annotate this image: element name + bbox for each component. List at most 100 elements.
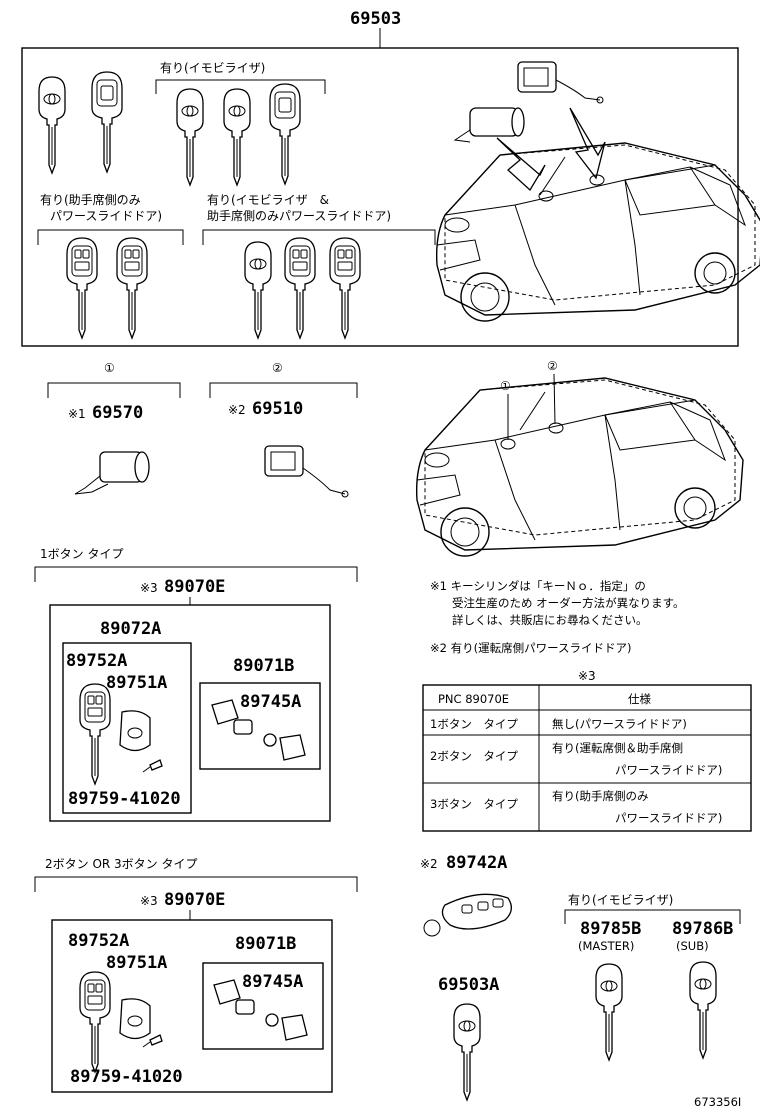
ignition-cylinder-icon	[453, 107, 525, 143]
car-marker-2: ②	[547, 359, 558, 373]
key-logo-icon	[453, 1003, 481, 1101]
btn1-heading: 1ボタン タイプ	[40, 547, 123, 561]
marker-dot	[548, 422, 564, 434]
btn1-key: 89752A	[66, 651, 127, 671]
remote-part: 89742A	[446, 853, 507, 873]
label-both-1: 有り(イモビライザ &	[207, 193, 329, 207]
bracket	[34, 566, 358, 582]
table-row-spec: 有り(助手席側のみ	[552, 789, 649, 803]
button-cover-icon	[213, 979, 308, 1041]
vehicle-illustration	[415, 377, 744, 557]
btn23-screw: 89759-41020	[70, 1067, 183, 1087]
btn1-sub-assy: 89072A	[100, 619, 161, 639]
leader-line	[553, 373, 556, 425]
key-logo-icon	[223, 88, 251, 186]
arrow-icon	[496, 137, 546, 192]
key-remote-icon	[116, 237, 148, 339]
key-blank-icon	[269, 83, 301, 185]
remote-note: ※2	[420, 857, 438, 871]
bracket	[34, 876, 358, 892]
btn23-note: ※3	[140, 894, 158, 908]
immo-heading: 有り(イモビライザ)	[568, 893, 673, 907]
table-row-pnc: 3ボタン タイプ	[430, 797, 518, 811]
key-remote-icon	[284, 237, 316, 339]
btn23-heading: 2ボタン OR 3ボタン タイプ	[45, 857, 198, 871]
key-remote-icon	[66, 237, 98, 339]
key-remote-icon	[79, 683, 111, 785]
btn1-set: 89070E	[164, 577, 225, 597]
marker-dot	[589, 174, 605, 186]
bracket	[209, 382, 358, 398]
screw-icon	[142, 1034, 163, 1048]
marker-dot	[538, 190, 554, 202]
note1-line2: 受注生産のため オーダー方法が異なります。	[452, 596, 685, 610]
btn1-cover: 89745A	[240, 692, 301, 712]
cylinder2-note: ※2	[228, 403, 246, 417]
figure-id: 673356I	[694, 1095, 741, 1109]
key-remote-icon	[329, 237, 361, 339]
arrow-icon	[569, 107, 606, 180]
key-logo-icon	[176, 88, 204, 186]
table-caption: ※3	[578, 669, 596, 683]
table-row-spec-cont: パワースライドドア)	[615, 811, 722, 825]
btn1-screw: 89759-41020	[68, 789, 181, 809]
cylinder2-part: 69510	[252, 399, 303, 419]
label-psd-1: 有り(助手席側のみ	[40, 192, 141, 207]
key-logo-icon	[595, 963, 623, 1061]
btn23-transmitter: 89751A	[106, 953, 167, 973]
btn1-set-frame	[49, 604, 331, 822]
table-header-spec: 仕様	[628, 692, 651, 706]
spec-table	[422, 684, 752, 832]
plain-key-part: 69503A	[438, 975, 499, 995]
marker-1: ①	[104, 361, 115, 375]
car-marker-1: ①	[500, 379, 511, 393]
door-lock-cylinder-icon	[517, 61, 604, 104]
btn1-subassy-frame	[62, 642, 192, 814]
table-row-spec-cont: パワースライドドア)	[615, 763, 722, 777]
note1-line1: ※1 キーシリンダは「キーＮｏ．指定」の	[430, 579, 646, 593]
remote-fob-icon	[423, 893, 512, 937]
table-row-spec: 無し(パワースライドドア)	[552, 717, 687, 731]
label-psd-2: パワースライドドア)	[50, 209, 162, 223]
immo-sub-label: (SUB)	[676, 939, 709, 953]
key-blank-icon	[91, 71, 123, 173]
immo-sub-part: 89786B	[672, 919, 733, 939]
key-cylinder-icon	[74, 451, 150, 495]
btn1-case-frame	[199, 682, 321, 770]
key-logo-icon	[38, 76, 66, 174]
btn23-set-frame	[51, 919, 333, 1093]
bracket	[564, 909, 741, 924]
immo-master-part: 89785B	[580, 919, 641, 939]
btn23-cover: 89745A	[242, 972, 303, 992]
table-row-spec: 有り(運転席側＆助手席側	[552, 741, 683, 755]
label-immobilizer: 有り(イモビライザ)	[160, 61, 265, 75]
bracket	[37, 229, 184, 245]
transmitter-icon	[119, 998, 151, 1040]
key-logo-icon	[244, 241, 272, 339]
table-row-pnc: 2ボタン タイプ	[430, 749, 518, 763]
main-group-frame	[21, 47, 739, 347]
btn23-case-set: 89071B	[235, 934, 296, 954]
table-row-pnc: 1ボタン タイプ	[430, 717, 518, 731]
marker-2: ②	[272, 361, 283, 375]
btn1-case-set: 89071B	[233, 656, 294, 676]
btn23-key: 89752A	[68, 931, 129, 951]
btn1-note: ※3	[140, 581, 158, 595]
marker-dot	[500, 438, 516, 450]
note2: ※2 有り(運転席側パワースライドドア)	[430, 641, 632, 655]
note1-line3: 詳しくは、共販店にお尋ねください。	[452, 613, 648, 627]
bracket	[202, 229, 436, 245]
bracket	[47, 382, 181, 398]
button-cover-icon	[211, 699, 306, 761]
btn23-case-frame	[202, 962, 324, 1050]
transmitter-icon	[119, 710, 151, 752]
door-cylinder-icon	[264, 445, 349, 498]
table-header-pnc: PNC 89070E	[438, 692, 509, 706]
cylinder1-part: 69570	[92, 403, 143, 423]
main-part-number: 69503	[350, 9, 401, 29]
key-remote-icon	[79, 971, 111, 1073]
label-both-2: 助手席側のみパワースライドドア)	[207, 208, 391, 223]
btn1-transmitter: 89751A	[106, 673, 167, 693]
key-logo-icon	[689, 961, 717, 1059]
